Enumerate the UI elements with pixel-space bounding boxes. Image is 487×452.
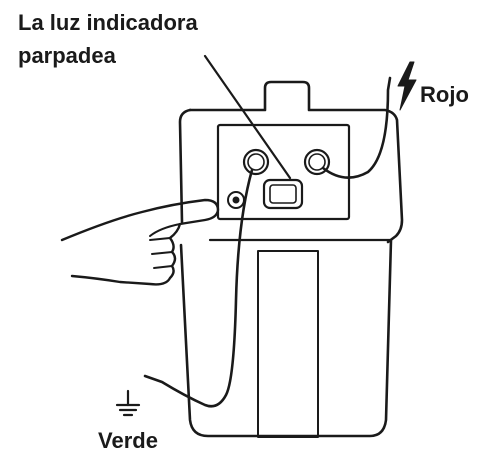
live-label: Rojo [420,82,469,107]
front-panel [216,123,351,221]
lightning-bolt-icon [397,61,417,111]
label-window [257,250,319,438]
indicator-label-line1: La luz indicadora [18,10,198,35]
power-button [227,191,245,209]
housing-left-upper-edge [178,108,192,224]
ground-terminal [242,148,270,176]
housing-upper-outline [188,80,404,244]
indicator-leader-line [203,54,292,180]
energizer-unit [178,80,404,438]
fence-terminal [303,148,331,176]
live-wire [321,76,392,179]
indicator-label-line2: parpadea [18,43,117,68]
indicator-light [262,178,304,210]
ground-wire [143,168,254,408]
ground-label: Verde [98,428,158,452]
ground-symbol-icon [115,389,141,417]
pointing-hand-icon [60,198,220,286]
